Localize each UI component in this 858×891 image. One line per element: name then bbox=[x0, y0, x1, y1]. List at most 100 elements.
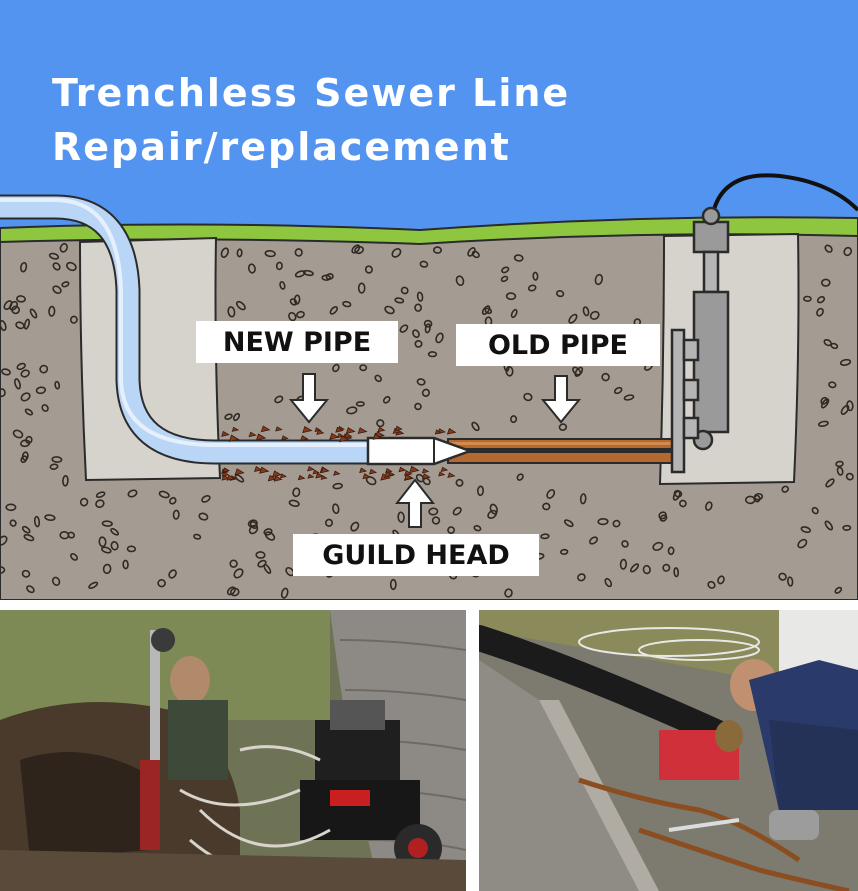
pebble bbox=[234, 474, 245, 483]
pebble bbox=[23, 533, 35, 542]
debris-shard bbox=[259, 466, 270, 474]
pebble bbox=[397, 511, 405, 523]
pebble bbox=[424, 323, 431, 334]
pebble bbox=[604, 577, 613, 588]
debris-shard bbox=[372, 433, 382, 440]
pebble bbox=[288, 499, 300, 507]
label-old-pipe: OLD PIPE bbox=[456, 324, 660, 366]
pebble bbox=[324, 518, 334, 527]
pebble bbox=[473, 525, 482, 532]
pebble bbox=[263, 563, 272, 574]
pebble bbox=[516, 473, 524, 481]
pebble bbox=[391, 248, 402, 258]
pebble bbox=[500, 275, 509, 283]
pebble bbox=[427, 351, 438, 358]
pebble bbox=[435, 332, 444, 344]
pebble bbox=[513, 254, 524, 262]
pebble bbox=[840, 404, 850, 415]
pebble bbox=[302, 269, 314, 277]
pebble bbox=[540, 533, 550, 540]
photo-trench-machine bbox=[0, 610, 466, 891]
pebble bbox=[346, 406, 358, 415]
pebble bbox=[803, 295, 812, 302]
pebble bbox=[414, 402, 422, 411]
pebble bbox=[126, 545, 137, 553]
pebble bbox=[21, 451, 29, 461]
debris-shard bbox=[434, 429, 442, 435]
pebble bbox=[332, 503, 340, 515]
pebble bbox=[555, 290, 565, 298]
debris-shard bbox=[398, 466, 407, 473]
pebble bbox=[158, 490, 170, 499]
pebble bbox=[44, 514, 56, 521]
label-new-pipe: NEW PIPE bbox=[196, 321, 398, 363]
pebble bbox=[20, 261, 28, 273]
debris-shard bbox=[222, 467, 230, 473]
pebble bbox=[455, 478, 464, 487]
pebble bbox=[224, 413, 233, 420]
pebble bbox=[484, 307, 493, 315]
pebble bbox=[69, 315, 78, 324]
pebble bbox=[816, 307, 824, 317]
pebble bbox=[382, 395, 391, 404]
entry-pit bbox=[78, 236, 222, 482]
pebble bbox=[364, 265, 373, 274]
debris-shard bbox=[359, 467, 368, 474]
debris-shard bbox=[337, 432, 345, 439]
debris-shard bbox=[281, 435, 289, 441]
pebble bbox=[355, 401, 365, 407]
debris-shard bbox=[329, 432, 340, 440]
arrow-down-icon bbox=[288, 373, 330, 424]
pebble bbox=[830, 342, 839, 350]
pebble bbox=[354, 245, 365, 255]
pebble bbox=[172, 509, 180, 520]
pebble bbox=[476, 485, 485, 497]
pebble bbox=[0, 388, 6, 398]
pebble bbox=[294, 270, 306, 278]
pebble bbox=[523, 392, 533, 402]
debris-shard bbox=[297, 474, 306, 481]
pebble bbox=[279, 280, 286, 290]
debris-shard bbox=[248, 431, 257, 438]
debris-shard bbox=[438, 471, 446, 477]
debris-shard bbox=[221, 474, 230, 481]
pebble bbox=[24, 408, 34, 416]
pebble bbox=[49, 463, 59, 470]
pebble bbox=[329, 306, 338, 315]
pebble bbox=[629, 563, 640, 573]
pebble bbox=[707, 580, 716, 589]
pebble bbox=[527, 284, 537, 292]
pebble bbox=[558, 423, 568, 431]
pebble bbox=[332, 363, 340, 373]
pebble bbox=[412, 329, 420, 339]
pebble bbox=[157, 578, 166, 588]
pebble bbox=[5, 503, 17, 512]
pebble bbox=[433, 246, 442, 254]
arrow-up-icon bbox=[394, 478, 436, 528]
pebble bbox=[560, 548, 569, 555]
debris-shard bbox=[320, 467, 330, 474]
pebble bbox=[14, 378, 21, 390]
pebble bbox=[787, 576, 794, 587]
pebble bbox=[95, 491, 106, 498]
pebble bbox=[824, 520, 834, 531]
pebble bbox=[471, 421, 480, 432]
pebble bbox=[95, 499, 105, 508]
pebble bbox=[489, 503, 498, 515]
debris-shard bbox=[339, 435, 350, 443]
pebble bbox=[811, 506, 819, 515]
pebble bbox=[29, 308, 38, 319]
pebble bbox=[745, 495, 756, 505]
pebble bbox=[594, 273, 603, 286]
pebble bbox=[230, 587, 240, 597]
pebble bbox=[431, 516, 441, 525]
pebble bbox=[169, 497, 177, 505]
pebble bbox=[48, 252, 60, 260]
pebble bbox=[481, 305, 491, 315]
pebble bbox=[834, 586, 843, 594]
pebble bbox=[384, 305, 395, 315]
debris-shard bbox=[446, 427, 457, 435]
pebble bbox=[20, 455, 28, 464]
debris-shard bbox=[300, 435, 309, 442]
pebble bbox=[16, 295, 26, 303]
